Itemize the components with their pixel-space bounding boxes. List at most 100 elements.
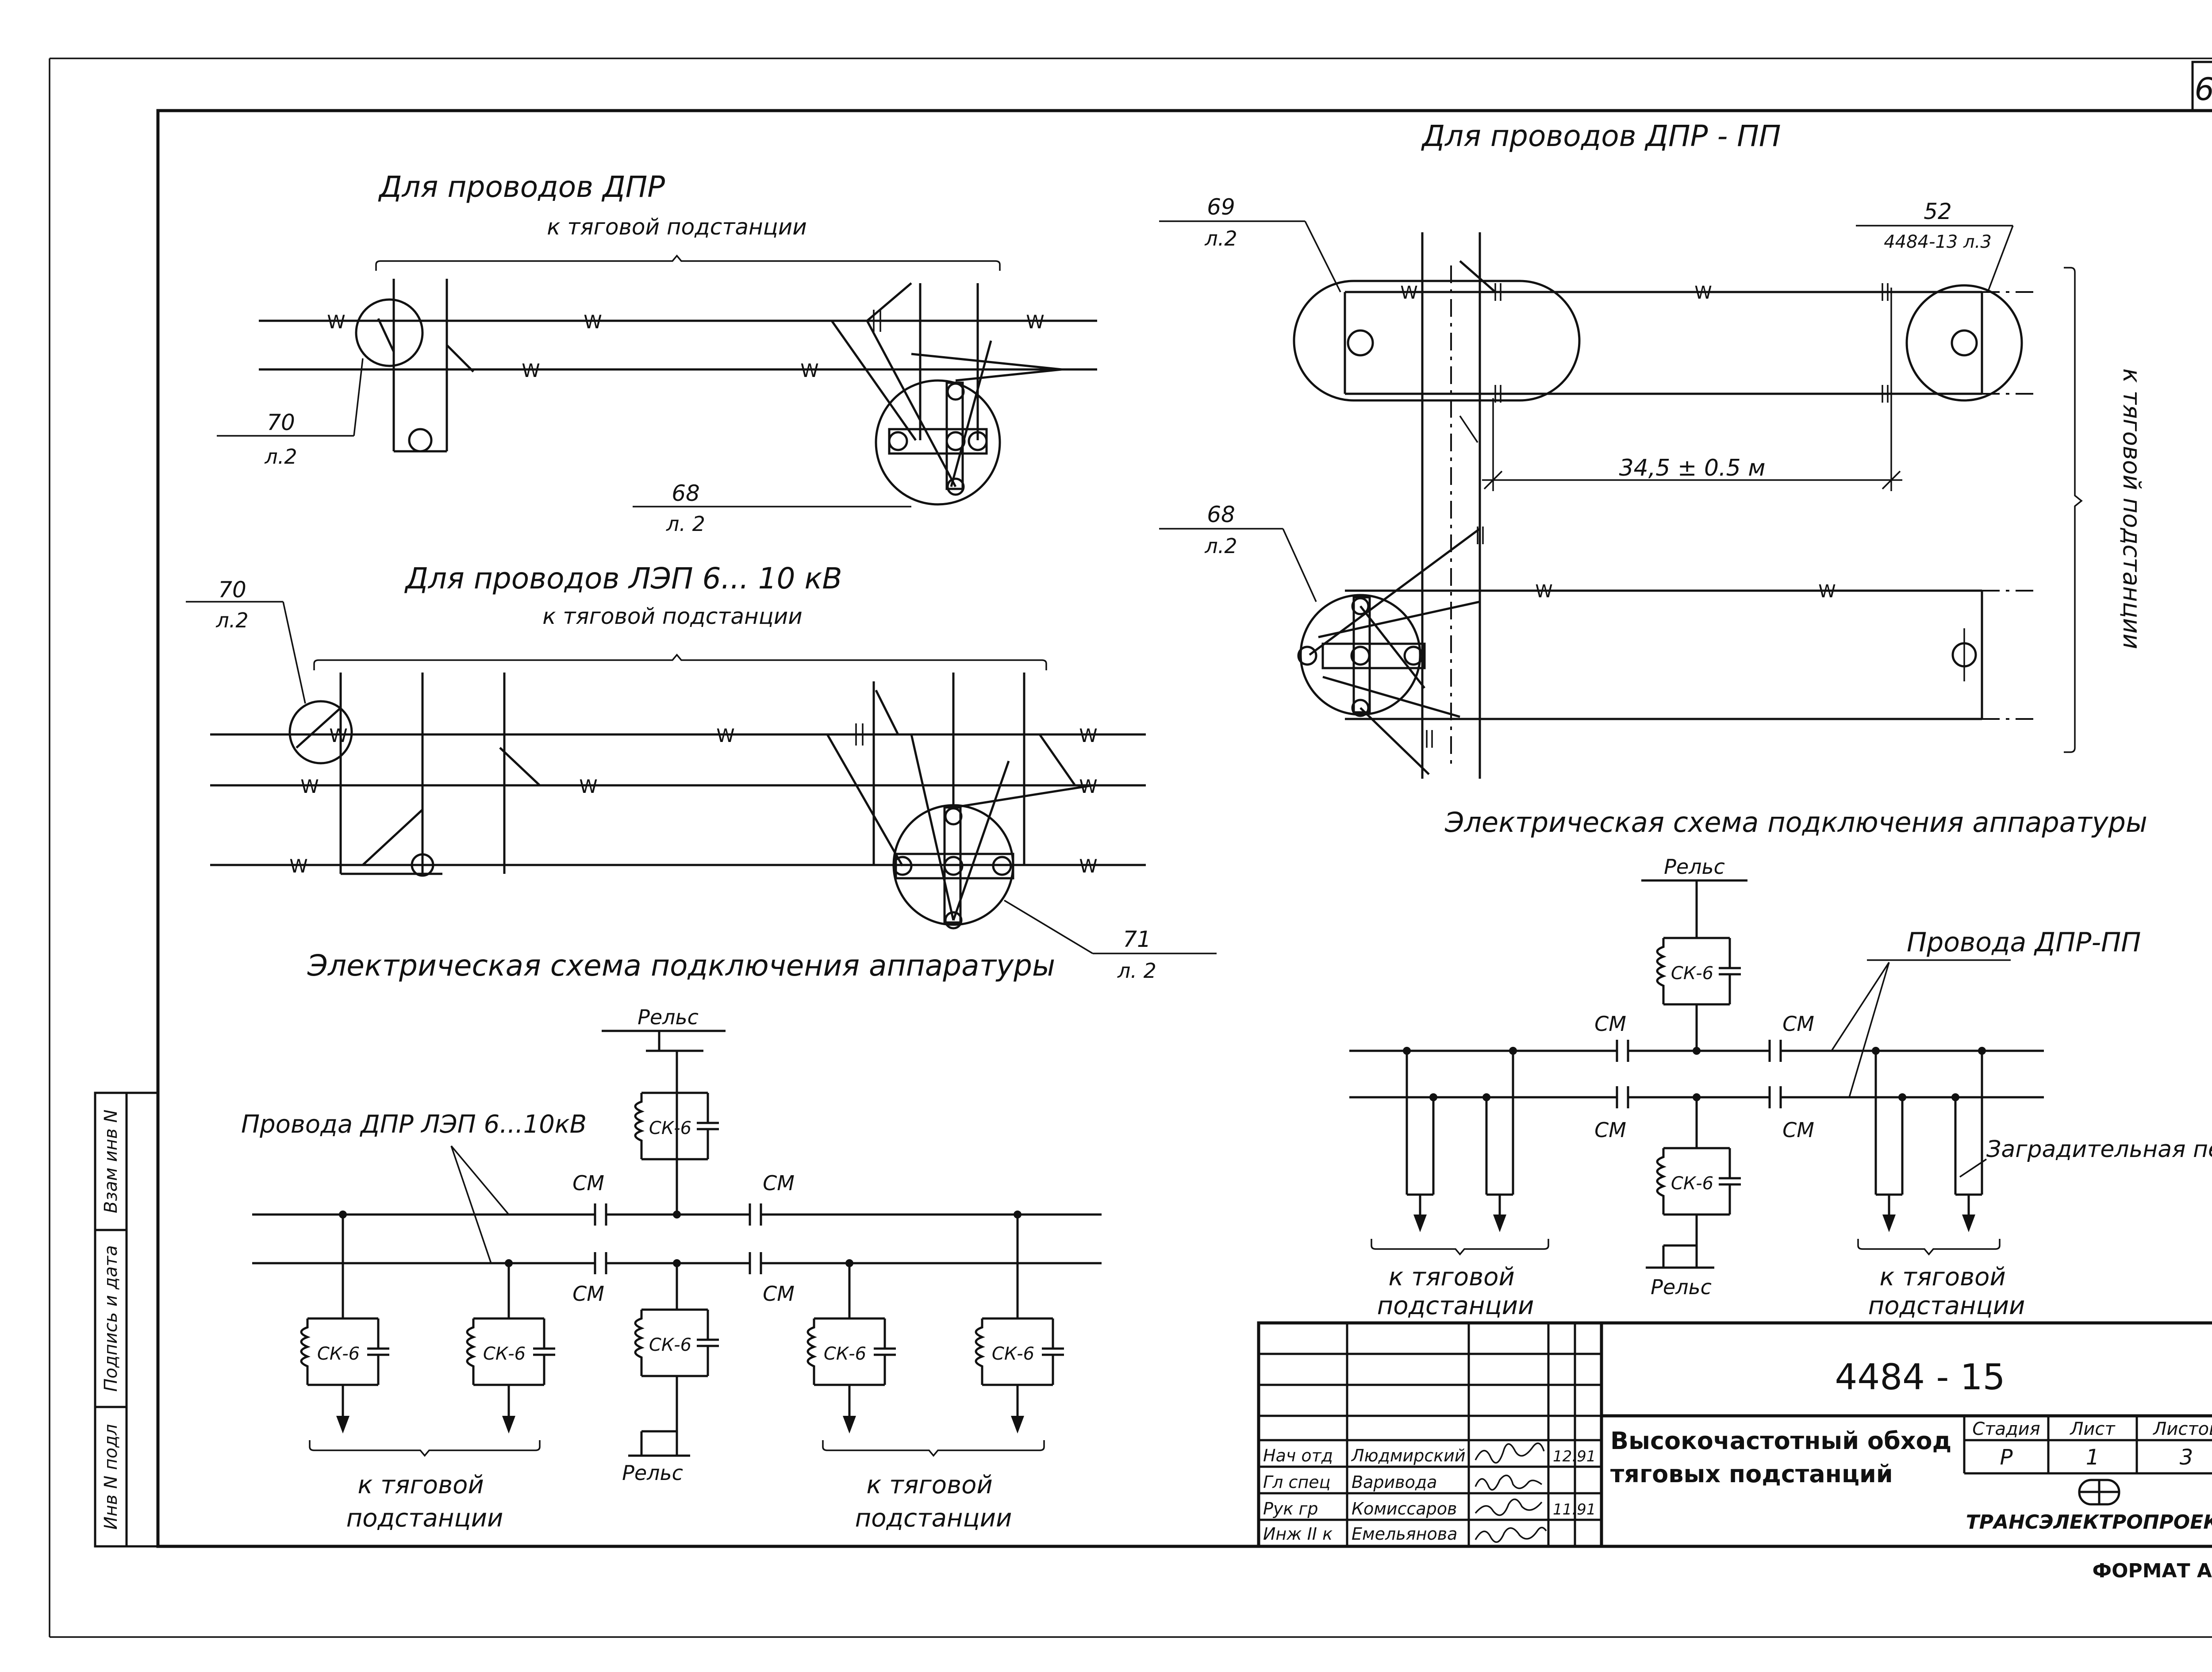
callout-71-number: 71 — [1123, 926, 1151, 952]
wires-label: Провода ДПР ЛЭП 6...10кВ — [241, 1110, 587, 1139]
sheets-label: Листов — [2152, 1419, 2212, 1439]
plan-dpr: Для проводов ДПР к тяговой подстанции W … — [217, 170, 1097, 536]
ck6-label: СК-6 — [1671, 1173, 1713, 1194]
staff-date: 11.91 — [1553, 1501, 1596, 1518]
wire-w: W — [584, 311, 602, 333]
ck6-top: СК-6 — [1656, 937, 1741, 1006]
plan-dpr-pp-brace-label: к тяговой подстанции — [2118, 369, 2146, 649]
callout-68-number: 68 — [672, 480, 700, 506]
rail-bottom-label: Рельс — [1651, 1275, 1712, 1299]
wire-w: W — [289, 855, 308, 877]
ck6-bottom: СК-6 — [1656, 1147, 1741, 1216]
sheet-value: 1 — [2086, 1445, 2100, 1470]
cm-label: СМ — [1782, 1118, 1814, 1142]
staff-role: Инж II к — [1263, 1524, 1333, 1544]
wire-w: W — [1079, 855, 1098, 877]
signature — [1475, 1474, 1543, 1491]
ck6-branch-1: СК-6 — [300, 1317, 389, 1386]
to-substation-left: к тяговой подстанции — [1377, 1263, 1534, 1320]
ck6-branch-3: СК-6 — [806, 1317, 896, 1386]
wire-w: W — [579, 776, 598, 797]
callout-70-number: 70 — [267, 410, 295, 435]
callout-68-sheet: л. 2 — [666, 512, 705, 536]
wire-w: W — [1694, 283, 1712, 303]
plan-dpr-title: Для проводов ДПР — [378, 170, 665, 204]
scheme-left-title: Электрическая схема подключения аппарату… — [307, 949, 1055, 983]
dimension-label: 34,5 ± 0.5 м — [1619, 455, 1766, 481]
cm-label: СМ — [1782, 1012, 1814, 1036]
cm-label: СМ — [1594, 1012, 1626, 1036]
callout-70-sheet: л.2 — [264, 445, 297, 469]
scheme-right: Электрическая схема подключения аппарату… — [1349, 806, 2212, 1320]
plan-lep-title: Для проводов ЛЭП 6... 10 кВ — [404, 561, 842, 596]
drawing-name-line2: тяговых подстанций — [1610, 1460, 1893, 1488]
ck6-top: СК-6 — [634, 1092, 719, 1161]
callout-52-number: 52 — [1924, 199, 1952, 224]
staff-name: Емельянова — [1352, 1524, 1457, 1544]
sheet-frame: 61 ФОРМАТ А3 — [49, 58, 2212, 1638]
rail-top-label: Рельс — [1664, 855, 1725, 879]
to-substation-left: к тяговой подстанции — [346, 1471, 503, 1533]
org-logo — [2078, 1479, 2120, 1506]
cm-label: СМ — [572, 1171, 604, 1195]
cm-label: СМ — [763, 1282, 795, 1306]
staff-name: Комиссаров — [1352, 1499, 1457, 1518]
ck6-branch-2: СК-6 — [466, 1317, 555, 1386]
staff-name: Людмирский — [1351, 1446, 1466, 1465]
stamp-vzam-inv: Взам инв N — [101, 1110, 121, 1213]
wires-label: Провода ДПР-ПП — [1907, 927, 2141, 958]
callout-69-number: 69 — [1207, 194, 1235, 220]
title-block: 4484 - 15 Высокочастотный обход тяговых … — [1257, 1321, 2212, 1548]
stamp-inv-podl: Инв N подл — [101, 1424, 121, 1530]
plan-dpr-pp: Для проводов ДПР - ПП W W W W — [1159, 119, 2146, 779]
org-name: ТРАНСЭЛЕКТРОПРОЕКТ — [1966, 1511, 2212, 1534]
ck6-label: СК-6 — [992, 1344, 1034, 1364]
wire-w: W — [1535, 581, 1553, 602]
plan-dpr-brace-label: к тяговой подстанции — [547, 214, 806, 240]
staff-date: 12.91 — [1553, 1448, 1596, 1465]
staff-role: Рук гр — [1263, 1499, 1318, 1518]
ck6-label: СК-6 — [824, 1344, 866, 1364]
ck6-label: СК-6 — [317, 1344, 360, 1364]
staff-name: Варивода — [1352, 1472, 1437, 1492]
wire-w: W — [300, 776, 319, 797]
sheet-label: Лист — [2069, 1419, 2116, 1439]
ck6-label: СК-6 — [483, 1344, 526, 1364]
stage-value: Р — [2000, 1445, 2013, 1470]
side-stamp: Инв N подл Подпись и дата Взам инв N — [94, 1092, 159, 1548]
callout-68-sheet: л.2 — [1204, 534, 1237, 558]
wire-w: W — [327, 311, 346, 333]
plan-dpr-pp-title: Для проводов ДПР - ПП — [1421, 119, 1781, 153]
format-label: ФОРМАТ А3 — [2092, 1560, 2212, 1582]
stage-label: Стадия — [1972, 1419, 2040, 1439]
signature — [1475, 1499, 1543, 1516]
ck6-label: СК-6 — [1671, 963, 1713, 984]
plan-lep: Для проводов ЛЭП 6... 10 кВ к тяговой по… — [186, 561, 1217, 983]
ck6-branch-4: СК-6 — [975, 1317, 1064, 1386]
cm-label: СМ — [1594, 1118, 1626, 1142]
ck6-label: СК-6 — [649, 1118, 691, 1138]
ck6-label: СК-6 — [649, 1335, 691, 1355]
wire-w: W — [1818, 581, 1836, 602]
staff-role: Гл спец — [1263, 1472, 1331, 1492]
staff-role: Нач отд — [1263, 1446, 1333, 1465]
callout-71-sheet: л. 2 — [1117, 959, 1156, 983]
signature — [1475, 1526, 1547, 1543]
ck6-middle: СК-6 — [634, 1308, 719, 1377]
to-substation-right: к тяговой подстанции — [855, 1471, 1012, 1533]
rail-bottom-label: Рельс — [622, 1461, 683, 1485]
sheets-value: 3 — [2180, 1445, 2193, 1470]
drawing-code: 4484 - 15 — [1835, 1357, 2005, 1398]
cm-label: СМ — [572, 1282, 604, 1306]
wire-w: W — [1400, 283, 1418, 303]
plan-lep-brace-label: к тяговой подстанции — [542, 603, 802, 629]
loop-label: Заградительная петля — [1986, 1136, 2212, 1163]
callout-52-sheet: 4484-13 л.3 — [1884, 232, 1992, 252]
callout-69-sheet: л.2 — [1204, 227, 1237, 250]
callout-68-number: 68 — [1207, 502, 1235, 527]
to-substation-right: к тяговой подстанции — [1868, 1263, 2025, 1320]
wire-w: W — [1026, 311, 1045, 333]
callout-70-number: 70 — [218, 577, 246, 603]
wire-w: W — [522, 360, 540, 381]
